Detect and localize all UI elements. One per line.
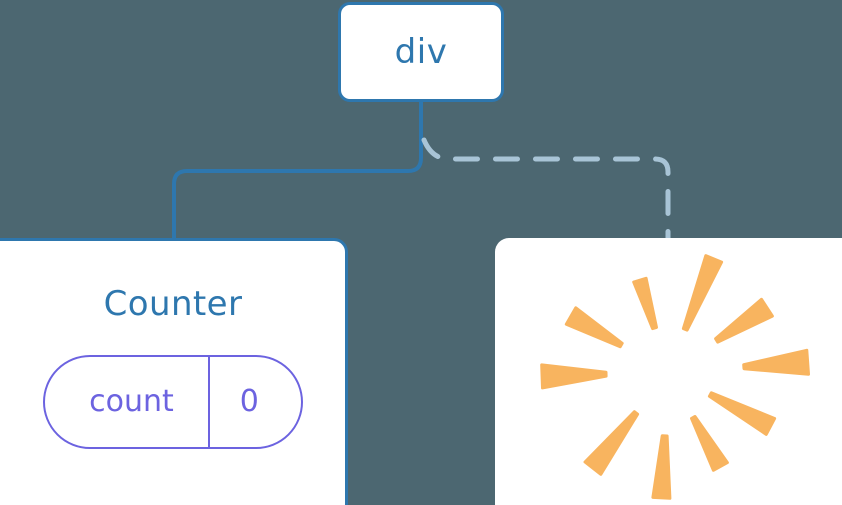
burst-ray-1 xyxy=(681,254,724,332)
burst-ray-4 xyxy=(707,391,777,436)
node-div[interactable]: div xyxy=(338,2,504,102)
state-key-label: count xyxy=(89,384,174,419)
state-pill-divider xyxy=(207,357,210,447)
node-counter[interactable]: Counter count 0 xyxy=(0,238,348,505)
state-value-label: 0 xyxy=(239,384,259,419)
sparkle-burst-icon xyxy=(540,254,810,500)
edge-div-to-rerender xyxy=(421,137,671,243)
state-pill-count[interactable]: count 0 xyxy=(43,355,303,449)
node-rerender-burst[interactable] xyxy=(495,238,842,505)
burst-ray-8 xyxy=(540,363,608,390)
burst-ray-6 xyxy=(651,434,672,500)
edge-div-to-counter xyxy=(172,99,423,242)
burst-ray-2 xyxy=(714,297,774,344)
burst-ray-5 xyxy=(690,415,729,472)
node-div-label: div xyxy=(394,32,448,72)
node-counter-label: Counter xyxy=(103,284,243,324)
burst-ray-7 xyxy=(583,410,640,476)
burst-ray-9 xyxy=(564,306,624,349)
burst-ray-3 xyxy=(742,348,810,376)
burst-ray-10 xyxy=(632,276,658,331)
